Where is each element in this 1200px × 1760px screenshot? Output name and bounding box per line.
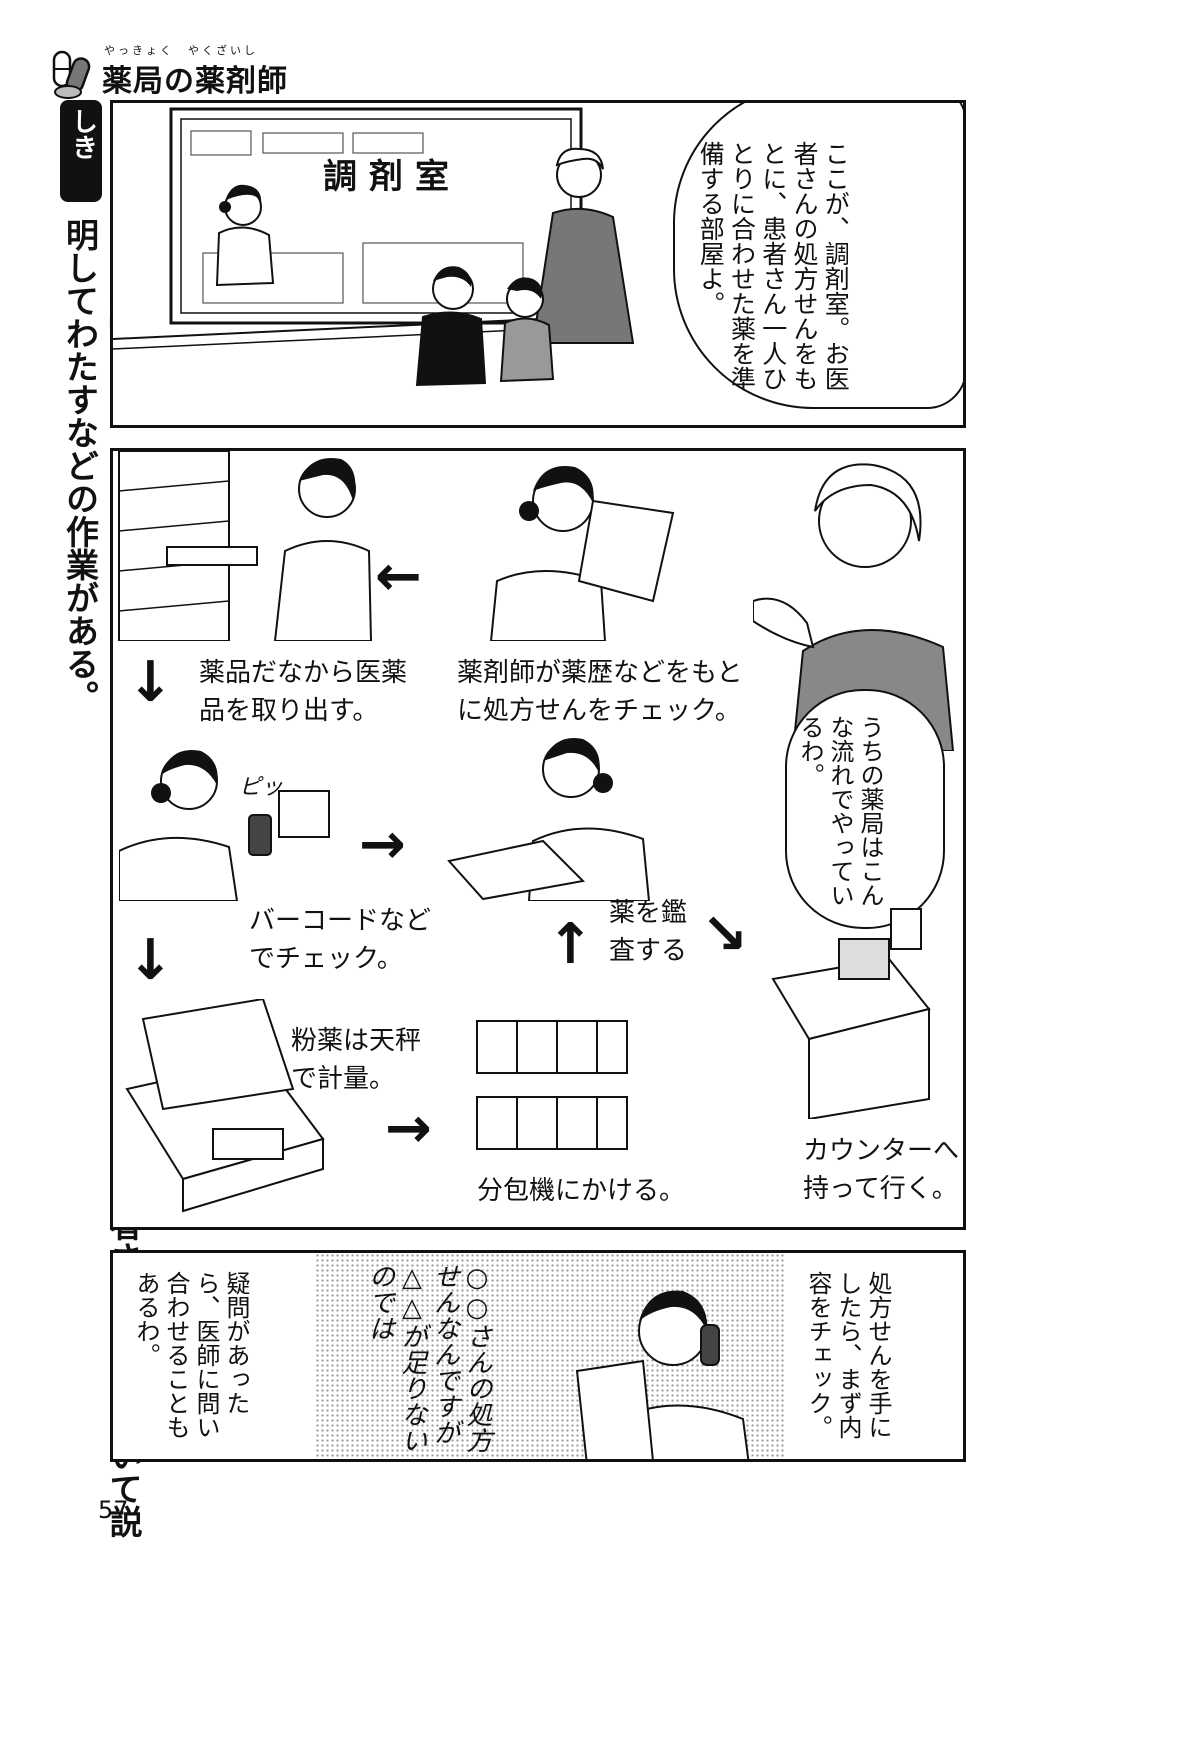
arrow-right-1: → [359,812,406,877]
page-number: 57 [98,1496,129,1524]
pharmacist-shelf-illustration [118,451,373,641]
packing-machine-illustration [476,1020,628,1150]
step-powder-label: 粉薬は天秤で計量。 [291,1026,422,1094]
dispensary-sign: 調剤室 [323,157,461,197]
inspection-illustration [447,737,651,901]
step-check-label: 薬剤師が薬歴などをもとに処方せんをチェック。 [457,658,743,726]
check-prescription-text: 処方せんを手にしたら、まず内容をチェック。 [804,1271,892,1439]
page-title-ruby: やっきょく やくざいし [104,44,258,57]
pill-capsule-icon [52,50,91,99]
step-counter-label: カウンターへ持って行く。 [803,1136,960,1204]
speech-flow-text: うちの薬局はこんな流れでやっているわ。 [796,715,884,907]
arrow-left-1: ← [375,544,422,609]
pharmacist-phone-illustration [575,1290,750,1459]
inquiry-text: 疑問があったら、医師に問い合わせることもあるわ。 [132,1271,250,1439]
arrow-right-2: → [385,1096,432,1161]
panel-dispensing-flow: ← ↓ → ↓ ↑ ↘ → 薬品だなから医薬品を取り出す。 薬剤師が薬歴などをも… [110,448,966,1230]
powder-scale-illustration [125,999,325,1213]
arrow-up-1: ↑ [547,912,594,977]
page-title: 薬局の薬剤師 [102,64,288,99]
step-pack-label: 分包機にかける。 [477,1176,686,1206]
arrow-down-2: ↓ [127,928,174,993]
step-pick-label: 薬品だなから医薬品を取り出す。 [199,658,408,726]
panel-dispensary-room: 調剤室 ここが、調剤室。お医者さんの処方せんをもとに、患者さん一人ひとりに合わせ… [110,100,966,428]
barcode-sfx: ピッ [239,775,284,800]
step-barcode-label: バーコードなどでチェック。 [249,906,432,974]
speech-bubble-flow: うちの薬局はこんな流れでやっているわ。 [785,689,945,929]
arrow-down-1: ↓ [127,650,174,715]
dispensary-window-illustration [113,103,635,387]
arrow-downright-1: ↘ [701,902,748,967]
counter-tray-illustration [771,908,931,1119]
pharmacist-prescription-illustration [489,466,675,641]
phone-call-handwritten-text: ○○さんの処方せんなんですが△△が足りないのでは [364,1263,493,1453]
barcode-scan-illustration [119,750,330,901]
speech-intro-text: ここが、調剤室。お医者さんの処方せんをもとに、患者さん一人ひとりに合わせた薬を準… [696,141,851,391]
step-inspect-label: 薬を鑑査する [609,898,688,966]
mamechishiki-badge: まめちしき [60,100,130,202]
panel-doctor-inquiry: 疑問があったら、医師に問い合わせることもあるわ。 ○○さんの処方せんなんですが△… [110,1250,966,1462]
speech-bubble-intro: ここが、調剤室。お医者さんの処方せんをもとに、患者さん一人ひとりに合わせた薬を準… [673,103,963,409]
